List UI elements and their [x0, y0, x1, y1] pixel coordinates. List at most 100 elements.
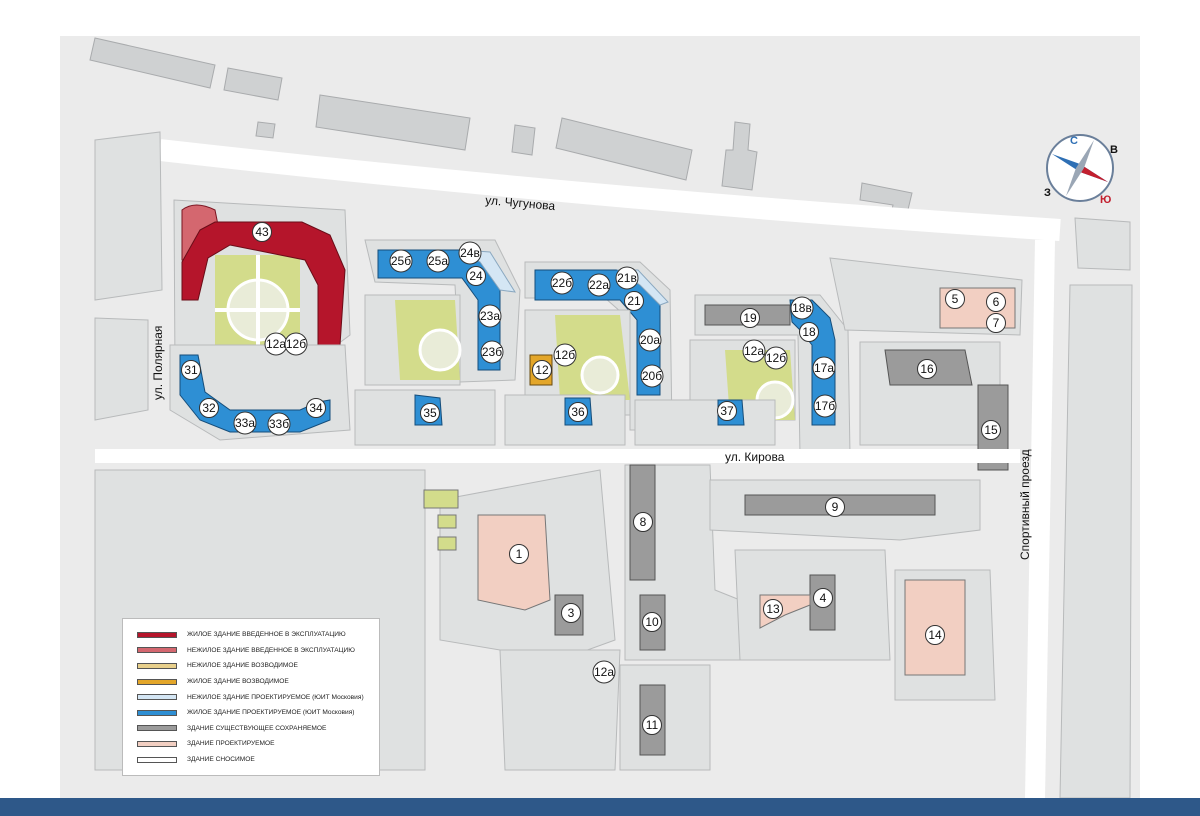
western-existing-buildings: [94, 131, 163, 421]
street-chugunova: ул. Чугунова: [485, 193, 556, 213]
marker-b4-label: 4: [820, 591, 827, 605]
marker-b18v-label: 18в: [792, 301, 812, 315]
compass-w: З: [1044, 187, 1051, 199]
eastern-existing: [1059, 217, 1133, 799]
legend-swatch: [137, 662, 177, 669]
marker-b23a-circle: [478, 304, 502, 328]
legend-row: НЕЖИЛОЕ ЗДАНИЕ ВОЗВОДИМОЕ: [137, 658, 371, 674]
marker-b21-circle: [624, 291, 644, 311]
street-kirova: ул. Кирова: [725, 450, 785, 464]
legend-label: ЖИЛОЕ ЗДАНИЕ ПРОЕКТИРУЕМОЕ (ЮИТ Московия…: [187, 709, 355, 717]
marker-b12b_m-label: 12б: [555, 348, 575, 362]
marker-b1-label: 1: [516, 547, 523, 561]
marker-b13-label: 13: [766, 602, 780, 616]
legend-label: НЕЖИЛОЕ ЗДАНИЕ ВВЕДЕННОЕ В ЭКСПЛУАТАЦИЮ: [187, 646, 355, 654]
marker-b24v-circle: [458, 241, 482, 265]
sportivny-road: [1025, 239, 1055, 799]
legend-row: НЕЖИЛОЕ ЗДАНИЕ ПРОЕКТИРУЕМОЕ (ЮИТ Москов…: [137, 689, 371, 705]
compass-s: Ю: [1100, 194, 1111, 206]
street-polyarnaya: ул. Полярная: [151, 326, 165, 400]
legend-label: ЗДАНИЕ ПРОЕКТИРУЕМОЕ: [187, 740, 275, 748]
marker-b10-label: 10: [645, 615, 659, 629]
marker-b20b-circle: [640, 364, 664, 388]
marker-b15-circle: [981, 420, 1001, 440]
marker-b3-label: 3: [568, 606, 575, 620]
marker-b33a-circle: [233, 411, 257, 435]
legend-row: ЗДАНИЕ ПРОЕКТИРУЕМОЕ: [137, 736, 371, 752]
street-sportivny: Спортивный проезд: [1018, 449, 1032, 560]
marker-b21v-circle: [615, 266, 639, 290]
marker-b14-label: 14: [928, 628, 942, 642]
marker-b8-label: 8: [640, 515, 647, 529]
marker-b32-label: 32: [202, 401, 216, 415]
compass-n: С: [1070, 135, 1078, 147]
legend-swatch: [137, 694, 177, 701]
marker-b43-label: 43: [255, 225, 269, 239]
marker-b31-circle: [181, 360, 201, 380]
marker-b12a_r-circle: [742, 339, 766, 363]
marker-b22a-label: 22а: [589, 278, 609, 292]
legend-swatch: [137, 740, 177, 747]
marker-b12b_r-label: 12б: [766, 351, 786, 365]
legend-swatch: [137, 725, 177, 732]
marker-b12a_r-label: 12а: [744, 344, 764, 358]
marker-b17a-label: 17а: [814, 361, 834, 375]
marker-b13-circle: [763, 599, 783, 619]
marker-b25b-label: 25б: [391, 254, 411, 268]
legend-label: ЖИЛОЕ ЗДАНИЕ ВВЕДЕННОЕ В ЭКСПЛУАТАЦИЮ: [187, 631, 346, 639]
marker-b20a-circle: [638, 328, 662, 352]
legend-swatch: [137, 678, 177, 685]
legend: ЖИЛОЕ ЗДАНИЕ ВВЕДЕННОЕ В ЭКСПЛУАТАЦИЮ НЕЖ…: [122, 618, 380, 776]
marker-b12b_r-circle: [764, 346, 788, 370]
marker-b21v-label: 21в: [617, 271, 637, 285]
marker-b21-label: 21: [627, 294, 641, 308]
marker-b9-circle: [825, 497, 845, 517]
marker-b34-circle: [306, 398, 326, 418]
marker-b10-circle: [642, 612, 662, 632]
marker-b32-circle: [199, 398, 219, 418]
marker-b25a-label: 25а: [428, 254, 448, 268]
marker-b18-label: 18: [802, 325, 816, 339]
sport-court: [423, 489, 459, 509]
marker-b43-circle: [252, 222, 272, 242]
marker-b15-label: 15: [984, 423, 998, 437]
marker-b7-circle: [986, 313, 1006, 333]
marker-b3-circle: [561, 603, 581, 623]
legend-row: ЖИЛОЕ ЗДАНИЕ ПРОЕКТИРУЕМОЕ (ЮИТ Московия…: [137, 705, 371, 721]
marker-b36-label: 36: [571, 405, 585, 419]
marker-b12a_b-label: 12а: [594, 665, 614, 679]
marker-b17a-circle: [812, 356, 836, 380]
marker-b11-label: 11: [646, 718, 659, 732]
legend-swatch: [137, 709, 177, 716]
legend-swatch: [137, 631, 177, 638]
marker-b9-label: 9: [832, 500, 839, 514]
marker-b14-circle: [925, 625, 945, 645]
marker-b23b-circle: [480, 340, 504, 364]
marker-b24-label: 24: [469, 269, 483, 283]
legend-label: ЗДАНИЕ СУЩЕСТВУЮЩЕЕ СОХРАНЯЕМОЕ: [187, 724, 327, 732]
legend-label: НЕЖИЛОЕ ЗДАНИЕ ПРОЕКТИРУЕМОЕ (ЮИТ Москов…: [187, 693, 364, 701]
legend-label: НЕЖИЛОЕ ЗДАНИЕ ВОЗВОДИМОЕ: [187, 662, 298, 670]
marker-b24-circle: [466, 266, 486, 286]
legend-row: ЖИЛОЕ ЗДАНИЕ ВВЕДЕННОЕ В ЭКСПЛУАТАЦИЮ: [137, 627, 371, 643]
marker-b23b-label: 23б: [482, 345, 502, 359]
compass-e: В: [1110, 144, 1118, 156]
marker-b8-circle: [633, 512, 653, 532]
marker-b22b-label: 22б: [552, 276, 572, 290]
marker-b7-label: 7: [993, 316, 1000, 330]
marker-b17b-label: 17б: [815, 399, 835, 413]
marker-b22b-circle: [550, 271, 574, 295]
legend-label: ЗДАНИЕ СНОСИМОЕ: [187, 756, 255, 764]
legend-label: ЖИЛОЕ ЗДАНИЕ ВОЗВОДИМОЕ: [187, 678, 289, 686]
marker-b24v-label: 24в: [460, 246, 480, 260]
marker-b20b-label: 20б: [642, 369, 662, 383]
marker-b23a-label: 23а: [480, 309, 500, 323]
marker-b5-label: 5: [952, 292, 959, 306]
marker-b34-label: 34: [309, 401, 323, 415]
marker-b4-circle: [813, 588, 833, 608]
legend-row: ЗДАНИЕ СУЩЕСТВУЮЩЕЕ СОХРАНЯЕМОЕ: [137, 721, 371, 737]
marker-b12-label: 12: [535, 363, 549, 377]
marker-b37-label: 37: [720, 404, 734, 418]
marker-b12b_m-circle: [553, 343, 577, 367]
